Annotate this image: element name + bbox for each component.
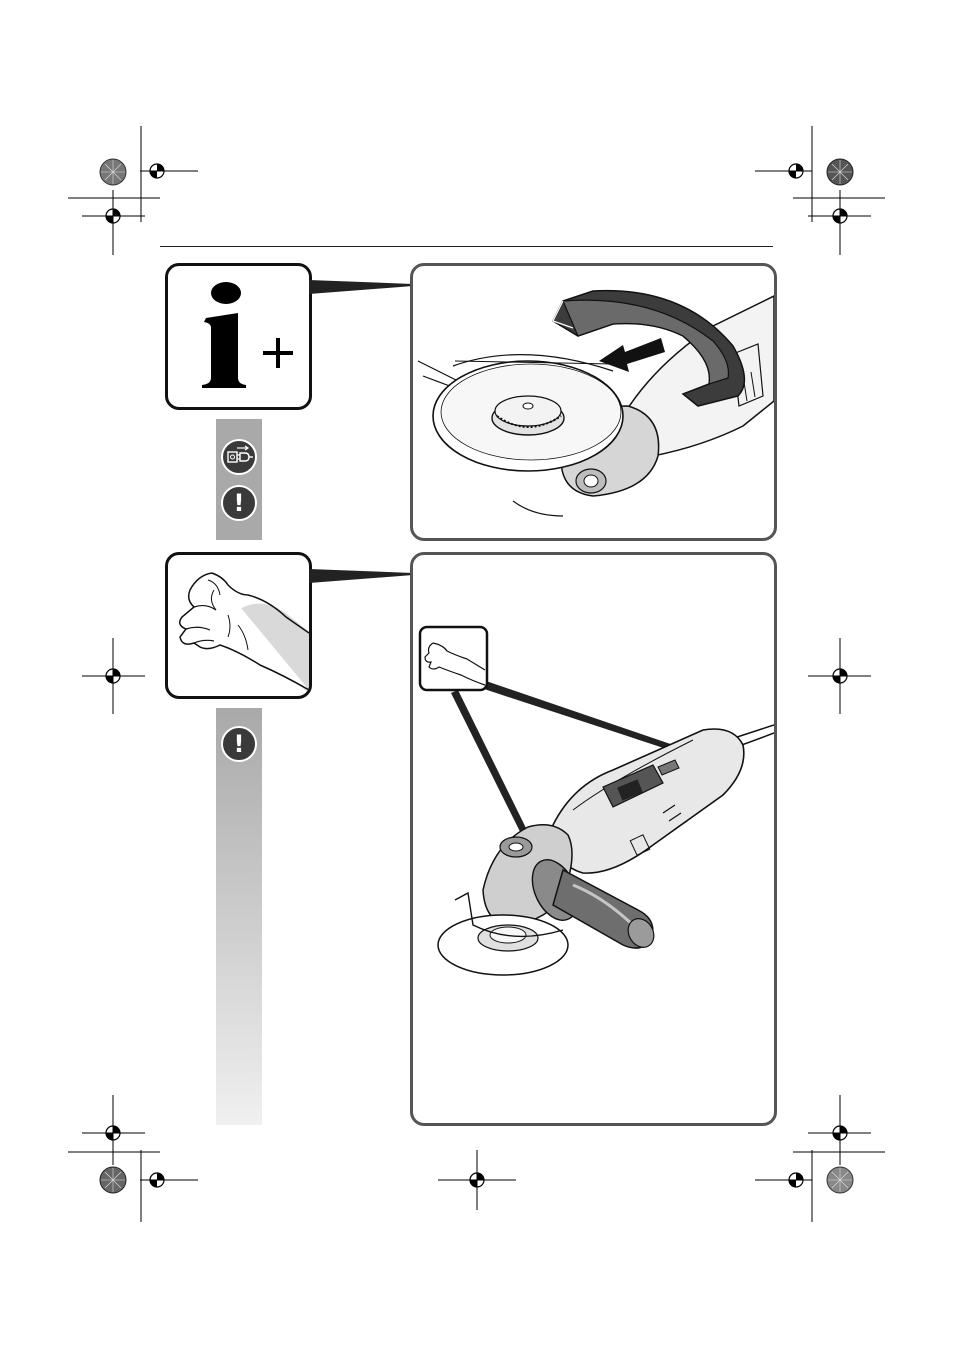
header-rule	[160, 246, 773, 247]
info-plus-icon: i+	[168, 266, 309, 407]
unplug-power-icon	[221, 439, 257, 475]
hand-icon-box	[165, 552, 312, 699]
pointer-connector-top	[309, 272, 414, 300]
warning-icon: !	[221, 726, 257, 762]
side-handle-panel	[410, 552, 777, 1126]
caution-strip-bottom: !	[216, 708, 262, 1125]
caution-strip-top: !	[216, 419, 262, 540]
pointer-connector-bottom	[309, 560, 414, 588]
angle-grinder-guard-illustration	[413, 266, 774, 538]
guard-removal-panel	[410, 263, 777, 541]
warning-icon: !	[221, 485, 257, 521]
hand-icon	[168, 555, 309, 696]
angle-grinder-handle-illustration	[413, 555, 774, 1123]
info-plus-box: i+	[165, 263, 312, 410]
